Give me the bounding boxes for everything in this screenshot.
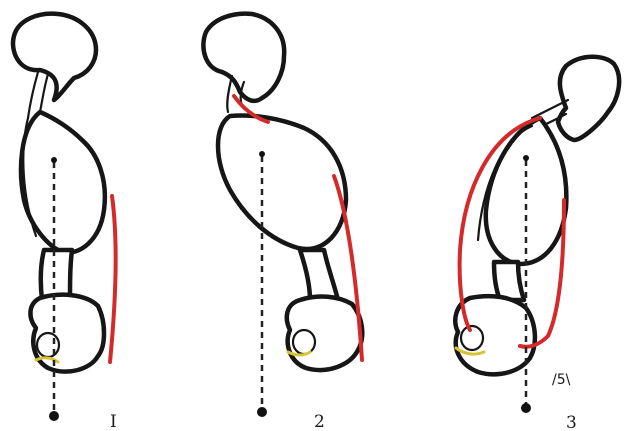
figure-3-plumb-weight [521, 403, 531, 413]
figure-3: 3 /5\ [455, 57, 619, 431]
figure-2: 2 [203, 14, 362, 431]
figure-1-pelvis [30, 295, 104, 372]
figure-2-plumb-top [259, 151, 265, 157]
figure-3-plumb-top [523, 155, 529, 161]
figure-1-plumb-weight [49, 411, 59, 421]
figure-3-pelvis [455, 296, 535, 374]
figure-1-head [13, 14, 96, 100]
figure-2-pelvis [287, 297, 362, 370]
figure-2-lumbar [300, 250, 338, 300]
figure-2-number: 2 [314, 412, 325, 431]
figure-1-plumb-top [51, 157, 57, 163]
figure-2-plumb-weight [257, 407, 267, 417]
figure-3-head [558, 57, 619, 140]
figure-2-thorax [218, 116, 346, 249]
figure-1-number: I [110, 412, 117, 431]
figure-3-lumbar [494, 262, 524, 300]
figure-2-head [203, 14, 284, 101]
figure-1-abdominal-muscle [110, 196, 116, 362]
figure-1: I [13, 14, 117, 431]
figure-1-lumbar [41, 250, 72, 300]
artist-signature: /5\ [552, 372, 571, 388]
figure-3-number: 3 [566, 413, 577, 431]
